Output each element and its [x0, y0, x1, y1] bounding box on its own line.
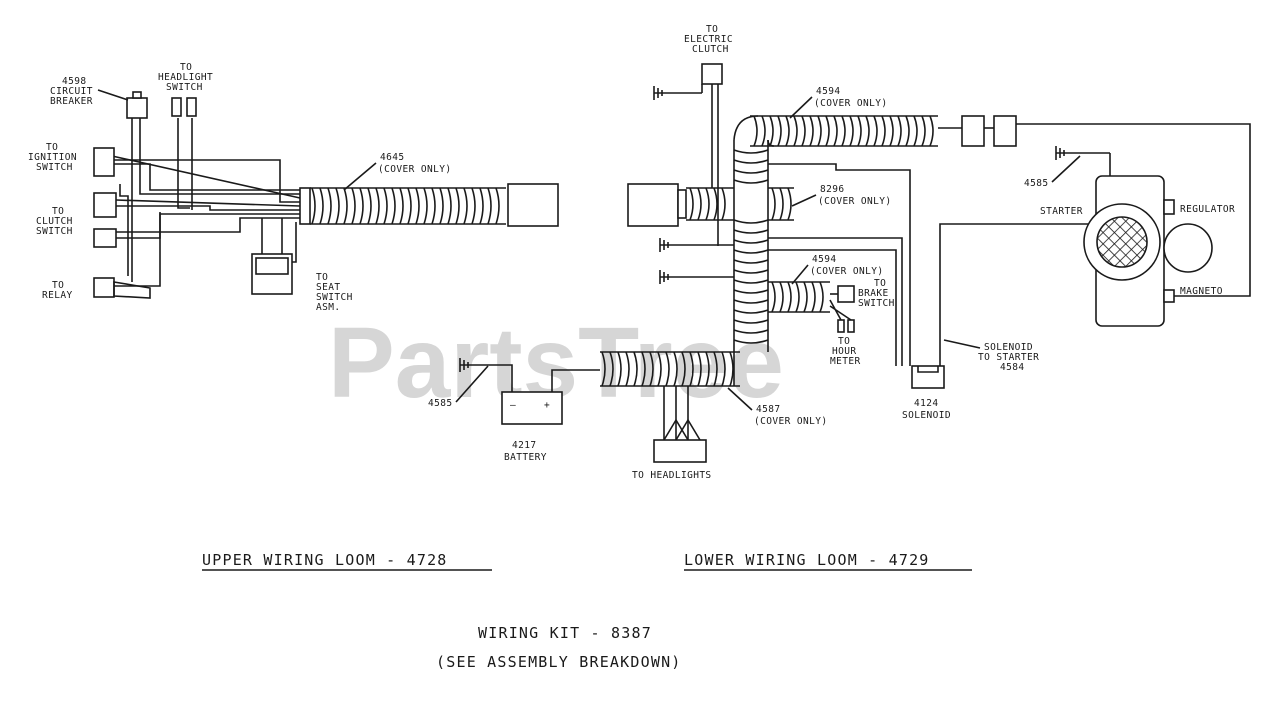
regulator-terminal — [1163, 199, 1175, 215]
lower-cover-note: (COVER ONLY) — [754, 416, 827, 427]
hour-meter-label-1: TO — [838, 336, 850, 347]
brake-switch-connector — [837, 285, 855, 303]
hour-meter-connector-a — [837, 319, 845, 333]
circuit-breaker-label-2: BREAKER — [50, 96, 93, 107]
battery — [501, 391, 563, 425]
upper-loom — [93, 91, 559, 299]
upper-cover-coil — [311, 187, 500, 225]
clutch-switch-connector-a — [93, 192, 117, 218]
headlight-switch-label-1: TO — [180, 62, 192, 73]
headlights-label: TO HEADLIGHTS — [632, 470, 712, 481]
clutch-switch-connector-b — [93, 228, 117, 248]
seat-switch-label-2: SEAT — [316, 282, 340, 293]
mid-cover-number: 8296 — [820, 184, 844, 195]
ground-left-number: 4585 — [428, 398, 452, 409]
ground-right-number: 4585 — [1024, 178, 1048, 189]
titles: UPPER WIRING LOOM - 4728 LOWER WIRING LO… — [202, 551, 972, 671]
top-cover-note: (COVER ONLY) — [814, 98, 887, 109]
lower-loom-title: LOWER WIRING LOOM - 4729 — [684, 551, 930, 569]
solenoid-starter-label-1: SOLENOID — [984, 342, 1033, 353]
relay-connector — [93, 277, 115, 298]
mid-loom-connector — [627, 183, 679, 227]
ignition-switch-label-1: TO — [46, 142, 58, 153]
solenoid-starter-label-2: TO STARTER — [978, 352, 1039, 363]
top-loom-connector-b — [993, 115, 1017, 147]
brake-switch-label-3: SWITCH — [858, 298, 895, 309]
ignition-switch-label-2: IGNITION — [28, 152, 77, 163]
clutch-switch-label-2: CLUTCH — [36, 216, 73, 227]
electric-clutch-connector — [701, 63, 723, 85]
headlight-switch-label-2: HEADLIGHT — [158, 72, 213, 83]
solenoid-number: 4124 — [914, 398, 938, 409]
circuit-breaker-number: 4598 — [62, 76, 86, 87]
top-cover-coil — [753, 115, 934, 147]
electric-clutch-label-1: TO — [706, 24, 718, 35]
brake-switch-label-2: BRAKE — [858, 288, 889, 299]
ground-icon-top — [653, 84, 703, 100]
ground-icon-low — [659, 270, 734, 284]
upper-cover-number: 4645 — [380, 152, 404, 163]
seat-switch-label-1: TO — [316, 272, 328, 283]
upper-labels: 4598 CIRCUIT BREAKER TO HEADLIGHT SWITCH… — [28, 62, 451, 313]
magneto-label: MAGNETO — [1180, 286, 1223, 297]
lower-loom — [600, 63, 1251, 463]
clutch-switch-label-3: SWITCH — [36, 226, 73, 237]
headlight-switch-connector-a — [171, 97, 182, 117]
battery-minus: – — [510, 400, 516, 411]
headlight-switch-label-3: SWITCH — [166, 82, 203, 93]
mid-cover-note: (COVER ONLY) — [818, 196, 891, 207]
top-loom-connector-a — [961, 115, 985, 147]
circuit-breaker-label-1: CIRCUIT — [50, 86, 93, 97]
solenoid-name: SOLENOID — [902, 410, 951, 421]
headlight-switch-connector-b — [186, 97, 197, 117]
electric-clutch-label-2: ELECTRIC — [684, 34, 733, 45]
hour-meter-connector-b — [847, 319, 855, 333]
lower-cover-coil — [601, 351, 734, 387]
battery-number: 4217 — [512, 440, 536, 451]
clutch-switch-label-1: TO — [52, 206, 64, 217]
seat-switch-label-3: SWITCH — [316, 292, 353, 303]
brake-cover-coil — [771, 281, 824, 313]
starter-label: STARTER — [1040, 206, 1083, 217]
ground-icon-mid — [659, 238, 734, 252]
battery-section: – + 4585 4217 BATTERY — [428, 358, 600, 463]
brake-cover-note: (COVER ONLY) — [810, 266, 883, 277]
wiring-kit-title: WIRING KIT - 8387 — [478, 624, 652, 642]
solenoid-starter-label-3: 4584 — [1000, 362, 1024, 373]
ground-icon-engine — [1055, 146, 1111, 176]
hour-meter-label-2: HOUR — [832, 346, 856, 357]
upper-cover-note: (COVER ONLY) — [378, 164, 451, 175]
ignition-switch-label-3: SWITCH — [36, 162, 73, 173]
flywheel — [1163, 223, 1213, 273]
electric-clutch-label-3: CLUTCH — [692, 44, 729, 55]
wiring-kit-subtitle: (SEE ASSEMBLY BREAKDOWN) — [436, 653, 682, 671]
relay-label-2: RELAY — [42, 290, 73, 301]
top-cover-number: 4594 — [816, 86, 840, 97]
lower-cover-number: 4587 — [756, 404, 780, 415]
upper-loom-title: UPPER WIRING LOOM - 4728 — [202, 551, 448, 569]
mid-cover-coil — [689, 187, 792, 221]
ignition-switch-connector — [93, 147, 115, 177]
brake-switch-label-1: TO — [874, 278, 886, 289]
lower-labels: TO ELECTRIC CLUTCH 4594 (COVER ONLY) 829… — [632, 24, 1235, 481]
upper-loom-end-connector — [507, 183, 559, 227]
hour-meter-label-3: METER — [830, 356, 861, 367]
solenoid — [911, 365, 945, 389]
brake-cover-number: 4594 — [812, 254, 836, 265]
seat-switch-label-4: ASM. — [316, 302, 340, 313]
battery-name: BATTERY — [504, 452, 547, 463]
regulator-label: REGULATOR — [1180, 204, 1235, 215]
ground-icon — [459, 358, 482, 372]
battery-plus: + — [544, 400, 550, 411]
magneto-terminal — [1163, 289, 1175, 303]
relay-label-1: TO — [52, 280, 64, 291]
circuit-breaker — [126, 97, 148, 119]
headlights-connector — [653, 439, 707, 463]
vertical-cover-coil — [733, 149, 769, 344]
engine — [1055, 146, 1213, 327]
